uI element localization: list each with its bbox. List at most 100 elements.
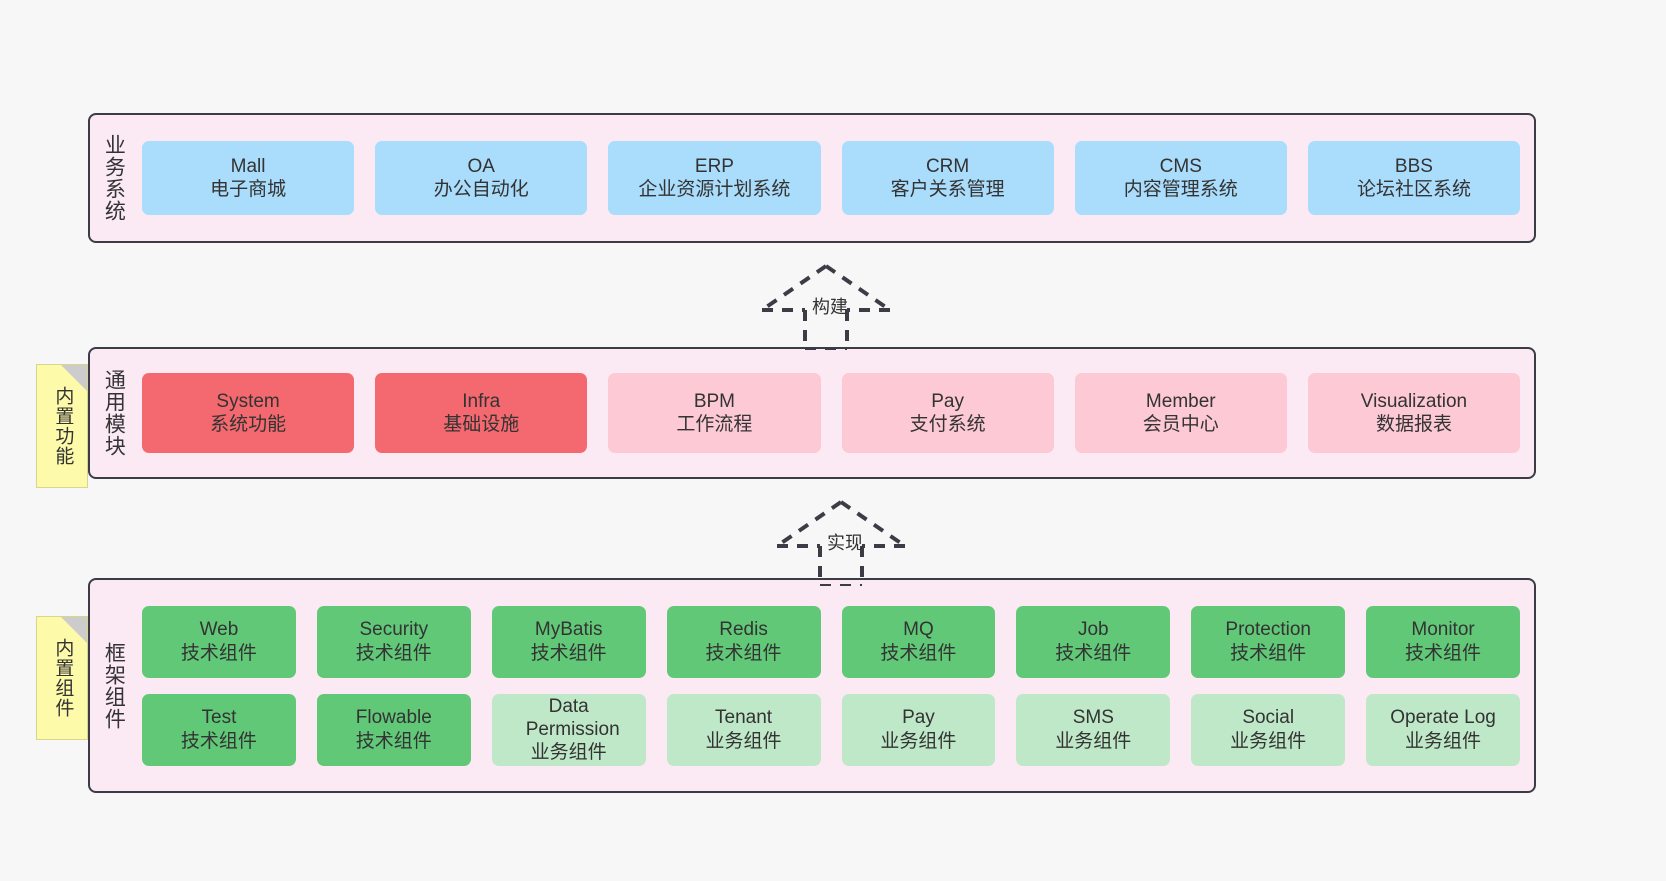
card-title: CRM [925, 155, 970, 177]
card-subtitle: 客户关系管理 [890, 179, 1005, 200]
card-title: BPM [693, 390, 736, 412]
card-infra[interactable]: Infra 基础设施 [375, 373, 588, 453]
card-pay-component[interactable]: Pay 业务组件 [841, 693, 996, 766]
layer-title-business: 业务系统 [102, 134, 126, 222]
card-pay-module[interactable]: Pay 支付系统 [841, 373, 1054, 453]
layer-row: System 系统功能 Infra 基础设施 BPM 工作流程 Pay 支付系统… [142, 373, 1521, 453]
note-builtin-features: 内置功能 [36, 364, 88, 488]
card-title: Member [1145, 390, 1216, 412]
card-title: SMS [1072, 707, 1114, 729]
card-subtitle: 技术组件 [355, 642, 432, 664]
card-subtitle: 技术组件 [1055, 642, 1132, 664]
card-title: Redis [719, 619, 768, 641]
connector-implement: 实现 [765, 494, 925, 588]
card-subtitle: 技术组件 [530, 642, 607, 664]
card-visualization[interactable]: Visualization 数据报表 [1307, 373, 1521, 453]
layer-row: Test 技术组件 Flowable 技术组件 Data Permission … [142, 693, 1520, 766]
card-subtitle: 业务组件 [1405, 730, 1482, 752]
card-test[interactable]: Test 技术组件 [142, 693, 296, 766]
card-oa[interactable]: OA 办公自动化 [375, 141, 588, 215]
card-subtitle: 企业资源计划系统 [638, 179, 791, 200]
layer-body-framework: Web 技术组件 Security 技术组件 MyBatis 技术组件 Redi… [136, 580, 1534, 791]
card-subtitle: 电子商城 [210, 179, 287, 200]
layer-title-framework: 框架组件 [102, 641, 126, 730]
layer-row: Web 技术组件 Security 技术组件 MyBatis 技术组件 Redi… [142, 605, 1520, 678]
card-bpm[interactable]: BPM 工作流程 [608, 373, 821, 453]
card-title: Protection [1225, 619, 1311, 641]
layer-general-modules: 通用模块 System 系统功能 Infra 基础设施 BPM 工作流程 Pay… [88, 347, 1536, 479]
layer-framework-components: 框架组件 Web 技术组件 Security 技术组件 MyBatis 技术组件… [88, 578, 1536, 793]
card-subtitle: 技术组件 [1230, 642, 1307, 664]
card-title: MyBatis [534, 619, 603, 641]
card-sms[interactable]: SMS 业务组件 [1016, 693, 1171, 766]
card-subtitle: 技术组件 [180, 730, 257, 752]
card-title: Data Permission [525, 695, 620, 740]
card-security[interactable]: Security 技术组件 [316, 605, 471, 678]
card-monitor[interactable]: Monitor 技术组件 [1366, 605, 1520, 678]
card-member[interactable]: Member 会员中心 [1074, 373, 1287, 453]
card-erp[interactable]: ERP 企业资源计划系统 [608, 141, 821, 215]
card-title: Visualization [1360, 390, 1468, 412]
layer-business-system: 业务系统 Mall 电子商城 OA 办公自动化 ERP 企业资源计划系统 CRM… [88, 113, 1536, 243]
card-cms[interactable]: CMS 内容管理系统 [1074, 141, 1287, 215]
card-crm[interactable]: CRM 客户关系管理 [841, 141, 1054, 215]
card-title: BBS [1394, 155, 1433, 177]
layer-title-modules: 通用模块 [102, 369, 126, 457]
card-subtitle: 论坛社区系统 [1356, 179, 1471, 200]
connector-build-label: 构建 [812, 297, 848, 317]
card-subtitle: 内容管理系统 [1123, 179, 1238, 200]
card-title: Flowable [355, 707, 432, 729]
card-mybatis[interactable]: MyBatis 技术组件 [491, 605, 646, 678]
card-subtitle: 办公自动化 [433, 179, 529, 200]
connector-build: 构建 [750, 258, 910, 352]
card-subtitle: 业务组件 [1230, 730, 1307, 752]
card-mq[interactable]: MQ 技术组件 [841, 605, 996, 678]
card-title: Web [199, 619, 239, 641]
card-title: OA [467, 155, 495, 177]
card-title: System [216, 390, 280, 412]
card-subtitle: 系统功能 [210, 414, 287, 435]
card-title: Security [359, 619, 429, 641]
card-subtitle: 技术组件 [355, 730, 432, 752]
card-title: Operate Log [1390, 707, 1496, 729]
card-title: Pay [931, 390, 964, 412]
note-label: 内置功能 [52, 386, 74, 466]
card-operate-log[interactable]: Operate Log 业务组件 [1366, 693, 1520, 766]
card-title: CMS [1159, 155, 1202, 177]
card-title: MQ [903, 619, 934, 641]
layer-body-modules: System 系统功能 Infra 基础设施 BPM 工作流程 Pay 支付系统… [136, 349, 1534, 477]
note-fold-icon [61, 617, 87, 643]
card-subtitle: 业务组件 [705, 730, 782, 752]
card-title: Tenant [715, 707, 773, 729]
card-subtitle: 数据报表 [1375, 414, 1452, 435]
card-redis[interactable]: Redis 技术组件 [666, 605, 821, 678]
card-tenant[interactable]: Tenant 业务组件 [666, 693, 821, 766]
card-title: Mall [230, 155, 266, 177]
card-social[interactable]: Social 业务组件 [1191, 693, 1346, 766]
card-protection[interactable]: Protection 技术组件 [1191, 605, 1346, 678]
card-title: Monitor [1411, 619, 1475, 641]
card-flowable[interactable]: Flowable 技术组件 [316, 693, 471, 766]
card-subtitle: 业务组件 [530, 742, 607, 764]
card-subtitle: 技术组件 [1405, 642, 1482, 664]
card-data-permission[interactable]: Data Permission 业务组件 [491, 693, 646, 766]
card-web[interactable]: Web 技术组件 [142, 605, 296, 678]
card-subtitle: 技术组件 [180, 642, 257, 664]
card-subtitle: 会员中心 [1142, 414, 1219, 435]
card-system[interactable]: System 系统功能 [142, 373, 355, 453]
note-builtin-components: 内置组件 [36, 616, 88, 740]
card-subtitle: 支付系统 [909, 414, 986, 435]
card-mall[interactable]: Mall 电子商城 [142, 141, 355, 215]
card-title: Test [201, 707, 237, 729]
card-subtitle: 技术组件 [880, 642, 957, 664]
card-subtitle: 业务组件 [880, 730, 957, 752]
layer-row: Mall 电子商城 OA 办公自动化 ERP 企业资源计划系统 CRM 客户关系… [142, 141, 1521, 215]
card-subtitle: 业务组件 [1055, 730, 1132, 752]
card-subtitle: 基础设施 [443, 414, 520, 435]
card-job[interactable]: Job 技术组件 [1016, 605, 1171, 678]
layer-body-business: Mall 电子商城 OA 办公自动化 ERP 企业资源计划系统 CRM 客户关系… [136, 115, 1534, 241]
card-bbs[interactable]: BBS 论坛社区系统 [1307, 141, 1521, 215]
card-title: Pay [902, 707, 935, 729]
card-subtitle: 技术组件 [705, 642, 782, 664]
